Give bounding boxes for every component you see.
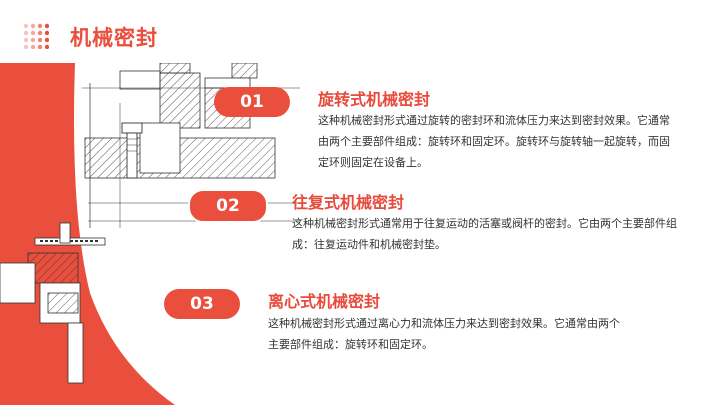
section-heading-1: 旋转式机械密封 [318,90,431,109]
section-number-pill-2: 02 [188,189,268,223]
mechanical-seal-drawing [0,63,300,405]
section-body-1: 这种机械密封形式通过旋转的密封环和流体压力来达到密封效果。它通常由两个主要部件组… [318,114,670,169]
section-body-3: 这种机械密封形式通过离心力和流体压力来达到密封效果。它通常由两个主要部件组成：旋… [268,317,620,351]
page-title: 机械密封 [70,26,158,50]
section-heading-3: 离心式机械密封 [268,292,381,311]
section-body-2: 这种机械密封形式通常用于往复运动的活塞或阀杆的密封。它由两个主要部件组成：往复运… [292,217,677,251]
section-number: 02 [216,196,240,216]
dot-grid-icon [23,23,49,49]
section-number: 01 [240,92,264,112]
section-number: 03 [190,294,214,314]
section-number-pill-3: 03 [164,289,240,319]
section-heading-2: 往复式机械密封 [292,193,405,212]
section-number-pill-1: 01 [214,87,290,117]
